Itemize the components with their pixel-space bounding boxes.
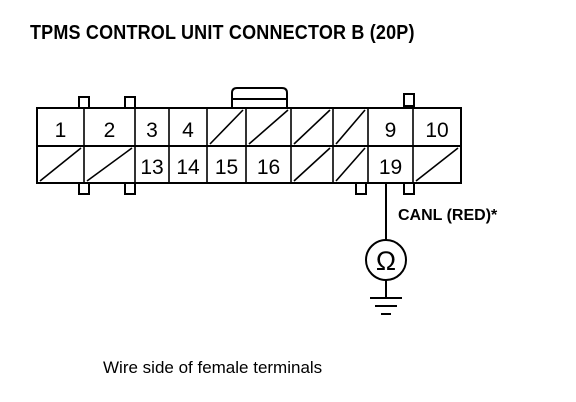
terminal-4: 4 bbox=[182, 119, 194, 142]
top-row-empty-cell bbox=[248, 109, 289, 145]
top-row-empty-cell bbox=[335, 109, 366, 145]
bottom-row-empty-cell bbox=[39, 147, 82, 182]
terminal-14: 14 bbox=[176, 156, 200, 179]
bottom-row-empty-cell bbox=[335, 147, 366, 182]
lock-tab-bottom-left bbox=[78, 182, 90, 195]
terminal-2: 2 bbox=[104, 119, 116, 142]
bottom-row-empty-cell bbox=[293, 147, 331, 182]
lock-tab-bottom-right-1 bbox=[355, 182, 367, 195]
top-row-empty-cell bbox=[209, 109, 244, 145]
terminal-9: 9 bbox=[385, 119, 397, 142]
ohm-icon: Ω bbox=[376, 246, 396, 276]
caption: Wire side of female terminals bbox=[103, 358, 323, 377]
diagram-title: TPMS CONTROL UNIT CONNECTOR B (20P) bbox=[30, 22, 415, 44]
signal-label: CANL (RED)* bbox=[398, 207, 498, 224]
bottom-row-empty-cell bbox=[415, 147, 459, 182]
lock-tab-top-right bbox=[403, 93, 415, 107]
terminal-13: 13 bbox=[140, 156, 163, 179]
terminal-10: 10 bbox=[425, 119, 448, 142]
terminal-1: 1 bbox=[55, 119, 67, 142]
lock-tab-bottom-mid bbox=[124, 182, 136, 195]
lock-tab-bottom-right-2 bbox=[403, 182, 415, 195]
terminal-3: 3 bbox=[146, 119, 158, 142]
top-row-empty-cell bbox=[293, 109, 331, 145]
terminal-16: 16 bbox=[257, 156, 280, 179]
bottom-row-empty-cell bbox=[86, 147, 133, 182]
terminal-15: 15 bbox=[215, 156, 238, 179]
terminal-19: 19 bbox=[379, 156, 402, 179]
